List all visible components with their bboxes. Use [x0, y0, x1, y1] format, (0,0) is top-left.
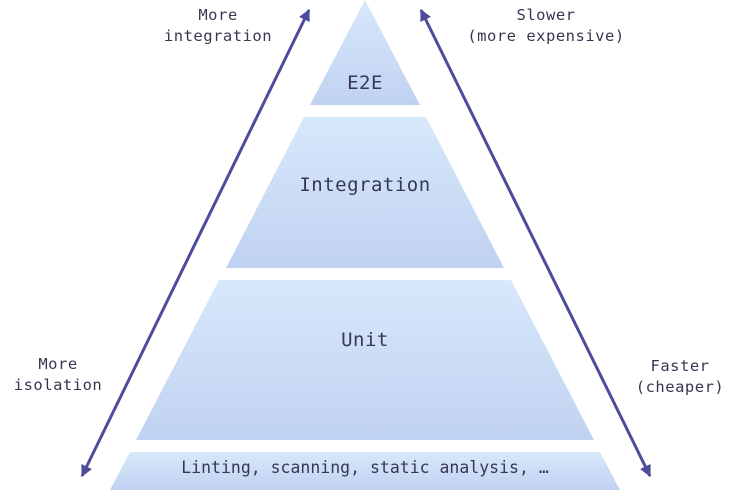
pyramid-layer-e2e [310, 0, 420, 105]
annotation-more-integration: More integration [163, 6, 273, 45]
layer-label-static-analysis: Linting, scanning, static analysis, … [181, 458, 549, 477]
left-axis-arrow [80, 8, 311, 478]
layer-label-e2e: E2E [347, 72, 383, 94]
annotation-slower-more-expensive: Slower (more expensive) [467, 6, 625, 45]
pyramid-layer-static-analysis [110, 452, 620, 490]
annotation-faster-cheaper: Faster (cheaper) [635, 357, 725, 396]
right-axis-arrow [419, 8, 652, 478]
pyramid-layer-integration [226, 117, 504, 268]
pyramid-layer-unit [136, 280, 594, 440]
layer-label-unit: Unit [341, 329, 389, 351]
annotation-more-isolation: More isolation [13, 355, 103, 394]
layer-label-integration: Integration [299, 174, 431, 196]
